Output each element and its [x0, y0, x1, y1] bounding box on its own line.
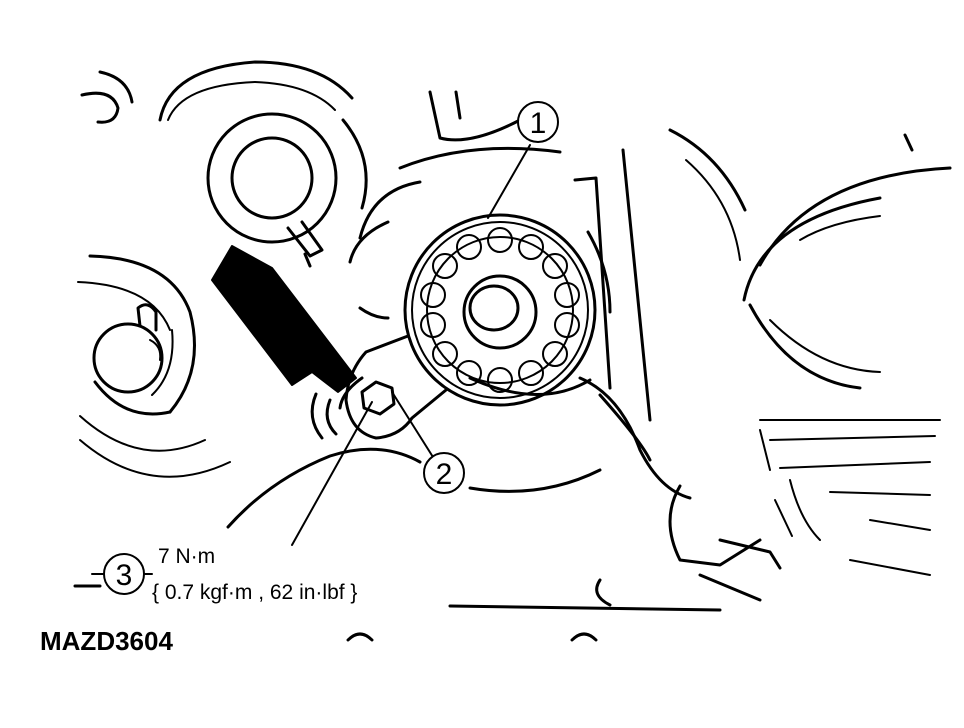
lower-casting-contours: [73, 376, 722, 642]
tensioner-pulley: [403, 213, 597, 407]
callout-2: 2: [423, 452, 465, 494]
figure-code: MAZD3604: [40, 626, 173, 656]
callout-1: 1: [517, 101, 559, 143]
pointer-arrow: [211, 245, 357, 393]
torque-spec-primary: 7 N·m: [158, 545, 215, 568]
tensioner-lock-bolt: [360, 380, 396, 416]
callout-2-label: 2: [436, 458, 453, 491]
torque-spec-conversions: { 0.7 kgf·m , 62 in·lbf }: [152, 581, 357, 604]
leader-lines: [91, 144, 531, 575]
pulley-bearing-balls: [420, 227, 580, 393]
upper-left-arcs: [80, 70, 134, 124]
right-gear-housing: [668, 128, 952, 576]
tensioner-arm: [310, 334, 448, 440]
callout-3: 3: [103, 553, 145, 595]
upper-pulley-boss: [158, 60, 368, 268]
casting-contours: [348, 90, 782, 602]
left-pulley-boss: [77, 254, 231, 478]
callout-1-label: 1: [530, 107, 547, 140]
callout-3-label: 3: [116, 559, 133, 592]
